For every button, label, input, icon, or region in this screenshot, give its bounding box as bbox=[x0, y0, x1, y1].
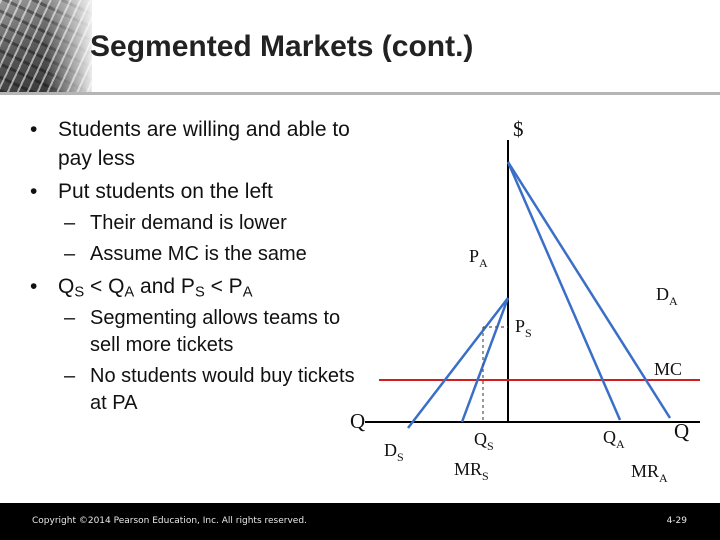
mr-s-line bbox=[460, 297, 510, 423]
footer-bar bbox=[0, 503, 720, 540]
bullet-students-willing: Students are willing and able to pay les… bbox=[30, 115, 360, 173]
bullet-students-left: Put students on the left bbox=[30, 177, 360, 206]
qs-label: QS bbox=[474, 429, 494, 453]
qa-label: QA bbox=[603, 427, 625, 451]
sub-bullet-demand-lower: Their demand is lower bbox=[30, 210, 360, 237]
mc-label: MC bbox=[654, 359, 682, 379]
sub-bullet-segmenting: Segmenting allows teams to sell more tic… bbox=[30, 305, 360, 359]
pa-label: PA bbox=[469, 246, 488, 270]
da-label: DA bbox=[656, 284, 678, 308]
sub-bullet-no-students: No students would buy tickets at PA bbox=[30, 363, 360, 417]
demand-s-line bbox=[407, 297, 509, 429]
slide-title: Segmented Markets (cont.) bbox=[90, 30, 474, 63]
bullet-list: Students are willing and able to pay les… bbox=[30, 115, 360, 421]
mr-a-line bbox=[506, 161, 622, 421]
ds-label: DS bbox=[384, 440, 404, 464]
mra-label: MRA bbox=[631, 461, 668, 485]
header-divider bbox=[0, 92, 720, 95]
bullet-quantity-price-comparison: QS < QA and PS < PA bbox=[30, 272, 360, 301]
sub-bullet-mc-same: Assume MC is the same bbox=[30, 241, 360, 268]
demand-a-line bbox=[506, 161, 672, 419]
footer-copyright: Copyright ©2014 Pearson Education, Inc. … bbox=[32, 516, 307, 526]
y-axis-label: $ bbox=[513, 117, 524, 141]
mrs-label: MRS bbox=[454, 459, 489, 483]
x-axis-label-left: Q bbox=[350, 409, 365, 433]
x-axis-label-right: Q bbox=[674, 419, 689, 443]
header-stadium-photo bbox=[0, 0, 92, 92]
ps-label: PS bbox=[515, 316, 532, 340]
footer-page-number: 4-29 bbox=[666, 516, 687, 526]
